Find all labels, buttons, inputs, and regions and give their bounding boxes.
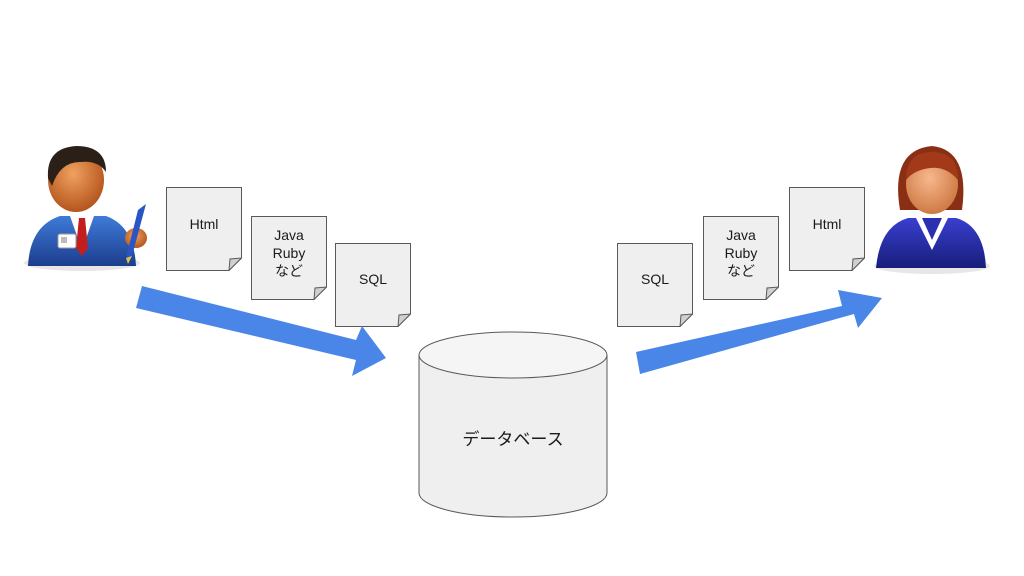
- database-label: データベース: [462, 430, 564, 449]
- right-doc-sql: SQL: [617, 243, 693, 327]
- left-doc-sql: SQL: [335, 243, 411, 327]
- doc-line: Html: [812, 216, 842, 232]
- doc-line: SQL: [640, 271, 669, 287]
- doc-line: Java: [274, 227, 304, 243]
- doc-line: Ruby: [724, 245, 758, 261]
- right-doc-html: Html: [789, 187, 865, 271]
- arrow-to-database: [136, 286, 386, 376]
- right-doc-java-ruby: Java Ruby など: [703, 216, 779, 300]
- doc-line: など: [275, 263, 303, 279]
- doc-line: Html: [189, 216, 219, 232]
- developer-man-icon: [24, 146, 147, 271]
- doc-line: Ruby: [272, 245, 306, 261]
- left-doc-html: Html: [166, 187, 242, 271]
- left-doc-java-ruby: Java Ruby など: [251, 216, 327, 300]
- doc-line: Java: [726, 227, 756, 243]
- user-woman-icon: [874, 146, 990, 274]
- doc-line: など: [727, 263, 755, 279]
- database-cylinder: [418, 331, 608, 518]
- arrow-from-database: [636, 290, 882, 374]
- doc-line: SQL: [358, 271, 387, 287]
